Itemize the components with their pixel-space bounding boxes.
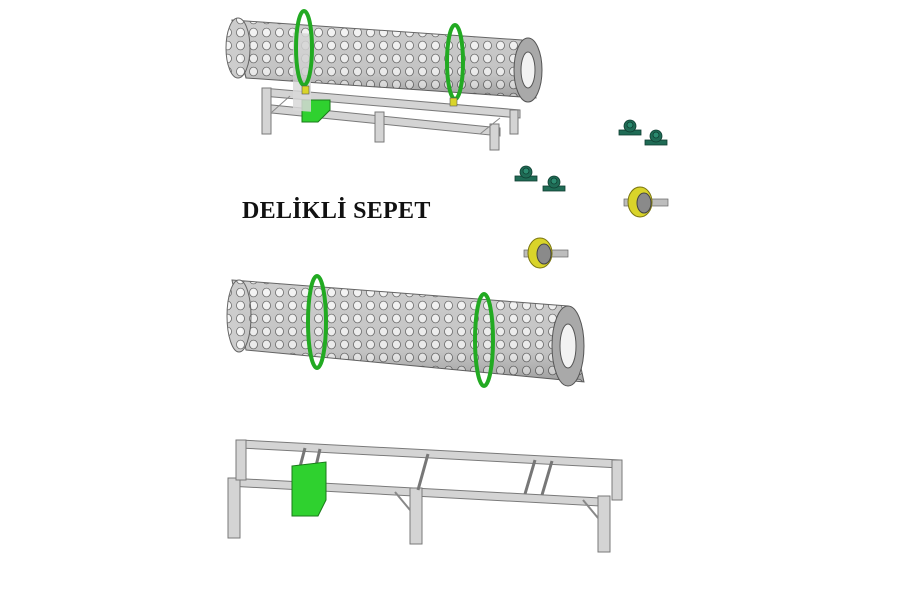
bearing-1 xyxy=(618,119,642,136)
assembled-machine xyxy=(225,9,543,151)
bearing-3 xyxy=(514,165,538,182)
drum-exploded xyxy=(226,274,585,388)
bearings xyxy=(514,119,668,192)
frame-exploded xyxy=(227,439,623,553)
hopper-exploded xyxy=(291,461,327,517)
page-title: DELİKLİ SEPET xyxy=(242,198,431,224)
drum-assembled xyxy=(225,9,543,112)
rollers xyxy=(523,186,669,269)
bearing-2 xyxy=(644,129,668,146)
bearing-4 xyxy=(542,175,566,192)
roller-2 xyxy=(523,237,569,269)
roller-1 xyxy=(623,186,669,218)
